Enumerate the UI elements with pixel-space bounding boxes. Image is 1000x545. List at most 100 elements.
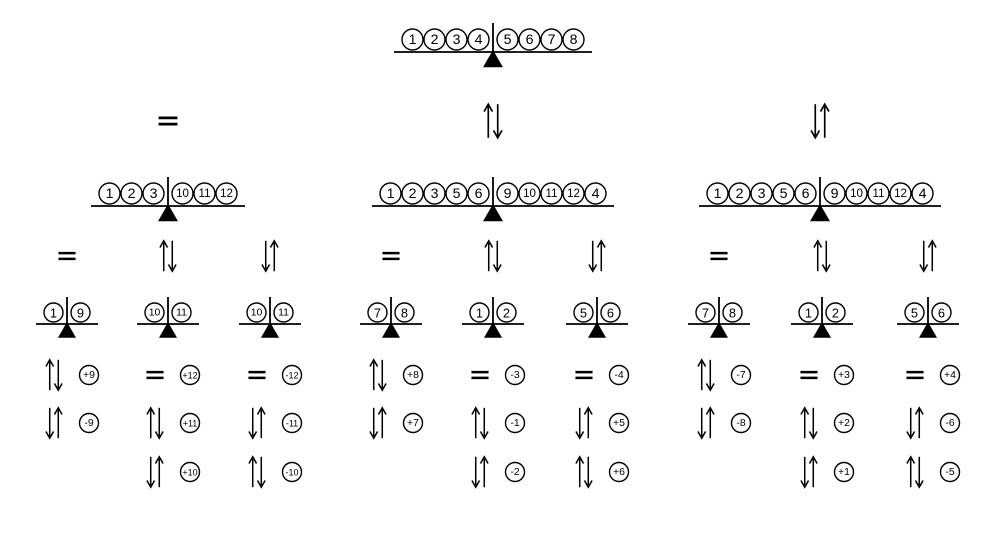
weighing-b1-1 (36, 297, 98, 338)
pivot-triangle (918, 322, 938, 338)
up-down-arrows-icon (800, 406, 818, 440)
coin-left: 2 (728, 182, 751, 205)
coin-right: 8 (722, 302, 743, 323)
outcome-coin: -7 (730, 364, 752, 386)
outcome-coin: -2 (504, 461, 526, 483)
coin-label: 9 (504, 186, 512, 202)
coin-right: 11 (171, 302, 192, 323)
coin-right: 7 (540, 28, 563, 51)
up-down-arrows-icon (369, 358, 387, 392)
coin-right: 9 (70, 302, 91, 323)
up-down-arrows-icon (813, 239, 831, 273)
coin-right: 11 (193, 182, 216, 205)
coin-label: +10 (182, 468, 197, 478)
down-up-arrows-icon (906, 406, 924, 440)
coin-label: +12 (182, 371, 197, 381)
pivot-triangle (483, 322, 503, 338)
coin-left: 1 (43, 302, 64, 323)
coin-right: 6 (931, 302, 952, 323)
pivot-triangle (812, 322, 832, 338)
coin-label: +8 (407, 370, 419, 381)
weighing-b2-1 (360, 297, 422, 338)
outcome-coin: +5 (608, 412, 630, 434)
coin-right: 9 (496, 182, 519, 205)
coin-right: 9 (823, 182, 846, 205)
outcome-coin: +6 (608, 461, 630, 483)
weighing-b1 (91, 177, 245, 222)
coin-left: 1 (401, 28, 424, 51)
coin-label: 2 (128, 186, 136, 202)
outcome-coin: +12 (179, 364, 201, 386)
outcome-coin: -9 (78, 412, 100, 434)
coin-right: 8 (394, 302, 415, 323)
down-up-arrows-icon (261, 239, 279, 273)
coin-left: 5 (445, 182, 468, 205)
coin-label: 1 (805, 306, 812, 321)
outcome-coin: +11 (179, 412, 201, 434)
pivot-triangle (57, 322, 77, 338)
coin-label: 5 (580, 306, 587, 321)
coin-label: 6 (938, 306, 945, 321)
up-down-arrows-icon (484, 239, 502, 273)
coin-label: 3 (453, 32, 461, 48)
coin-label: 5 (911, 306, 918, 321)
coin-right: 12 (562, 182, 585, 205)
coin-left: 1 (469, 302, 490, 323)
coin-label: -11 (286, 419, 298, 429)
coin-left: 3 (423, 182, 446, 205)
coin-left: 3 (142, 182, 165, 205)
coin-left: 3 (445, 28, 468, 51)
outcome-coin: -1 (504, 412, 526, 434)
weighing-b1-2 (137, 297, 199, 338)
pivot-triangle (483, 204, 503, 222)
outcome-coin: +2 (833, 412, 855, 434)
coin-label: 7 (548, 32, 556, 48)
root-weighing (394, 23, 592, 68)
coin-label: 11 (176, 308, 187, 319)
coin-label: -8 (736, 418, 745, 429)
coin-label: -3 (510, 370, 519, 381)
outcome-coin: -4 (608, 364, 630, 386)
coin-label: 5 (780, 186, 788, 202)
coin-label: 3 (758, 186, 766, 202)
coin-label: +5 (613, 418, 625, 429)
weighing-b1-3 (239, 297, 301, 338)
coin-right: 12 (889, 182, 912, 205)
coin-label: 10 (149, 308, 161, 319)
down-up-arrows-icon (45, 406, 63, 440)
coin-label: +1 (838, 467, 850, 478)
coin-label: 2 (409, 186, 417, 202)
coin-label: 7 (374, 306, 381, 321)
up-down-arrows-icon (575, 455, 593, 489)
coin-label: 2 (431, 32, 439, 48)
coin-left: 3 (750, 182, 773, 205)
coin-label: 12 (567, 188, 580, 200)
coin-left: 10 (144, 302, 165, 323)
coin-right: 12 (215, 182, 238, 205)
coin-label: 1 (476, 306, 483, 321)
coin-right: 11 (540, 182, 563, 205)
equal-sign (248, 370, 266, 380)
outcome-coin: +9 (78, 364, 100, 386)
coin-right: 8 (562, 28, 585, 51)
outcome-coin: +4 (939, 364, 961, 386)
pivot-triangle (709, 322, 729, 338)
down-up-arrows-icon (919, 239, 937, 273)
coin-label: -12 (285, 371, 298, 381)
coin-right: 5 (496, 28, 519, 51)
coin-left: 5 (904, 302, 925, 323)
down-up-arrows-icon (471, 455, 489, 489)
coin-label: 1 (714, 186, 722, 202)
coin-left: 2 (423, 28, 446, 51)
coin-right: 10 (845, 182, 868, 205)
coin-left: 1 (706, 182, 729, 205)
coin-label: -4 (614, 370, 623, 381)
equal-sign (575, 370, 593, 380)
outcome-coin: -10 (281, 461, 303, 483)
coin-label: 6 (607, 306, 614, 321)
outcome-coin: -3 (504, 364, 526, 386)
coin-label: 10 (176, 188, 189, 200)
pivot-triangle (158, 322, 178, 338)
coin-label: 1 (409, 32, 417, 48)
equal-sign (471, 370, 489, 380)
